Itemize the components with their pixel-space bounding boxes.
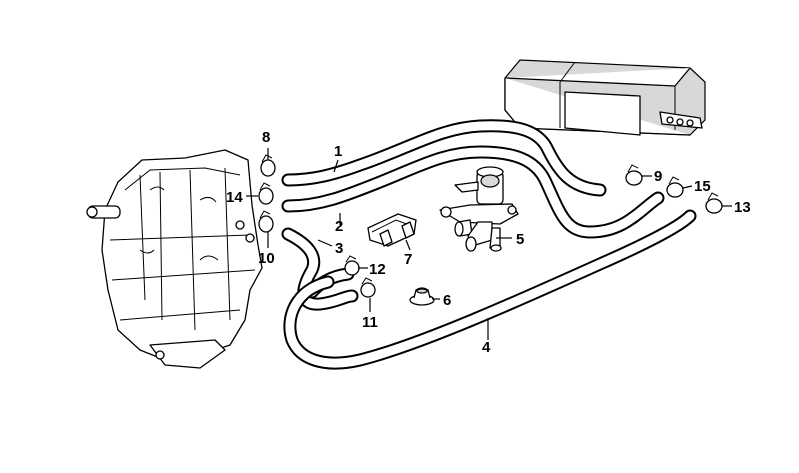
callout-12: 12: [369, 261, 386, 278]
callout-3: 3: [335, 240, 343, 257]
engine-block: [86, 149, 263, 369]
heater-core: [504, 59, 706, 136]
callout-9: 9: [654, 168, 662, 185]
clamp-15: [666, 176, 684, 198]
callout-15: 15: [694, 178, 711, 195]
callout-10: 10: [258, 250, 275, 267]
callout-4: 4: [482, 339, 491, 356]
callout-5: 5: [516, 231, 524, 248]
callout-7: 7: [404, 251, 412, 268]
water-valve: [439, 166, 519, 252]
hose-1: [281, 119, 607, 197]
callout-14: 14: [226, 189, 243, 206]
leader-lines: [246, 148, 732, 340]
hose-2: [281, 145, 665, 239]
callout-11: 11: [362, 314, 378, 331]
grommet: [409, 287, 435, 306]
clamp-12: [344, 255, 360, 276]
hose-4: [283, 209, 697, 370]
clamp-10: [258, 210, 274, 233]
clamp-9: [625, 164, 643, 186]
callout-1: 1: [334, 143, 342, 160]
bracket: [367, 213, 417, 247]
callout-8: 8: [262, 129, 270, 146]
clamp-14: [258, 182, 274, 205]
callout-6: 6: [443, 292, 451, 309]
callout-2: 2: [335, 218, 343, 235]
clamp-11: [360, 277, 376, 298]
clamp-8: [260, 154, 276, 177]
callout-13: 13: [734, 199, 751, 216]
clamp-13: [705, 192, 723, 214]
